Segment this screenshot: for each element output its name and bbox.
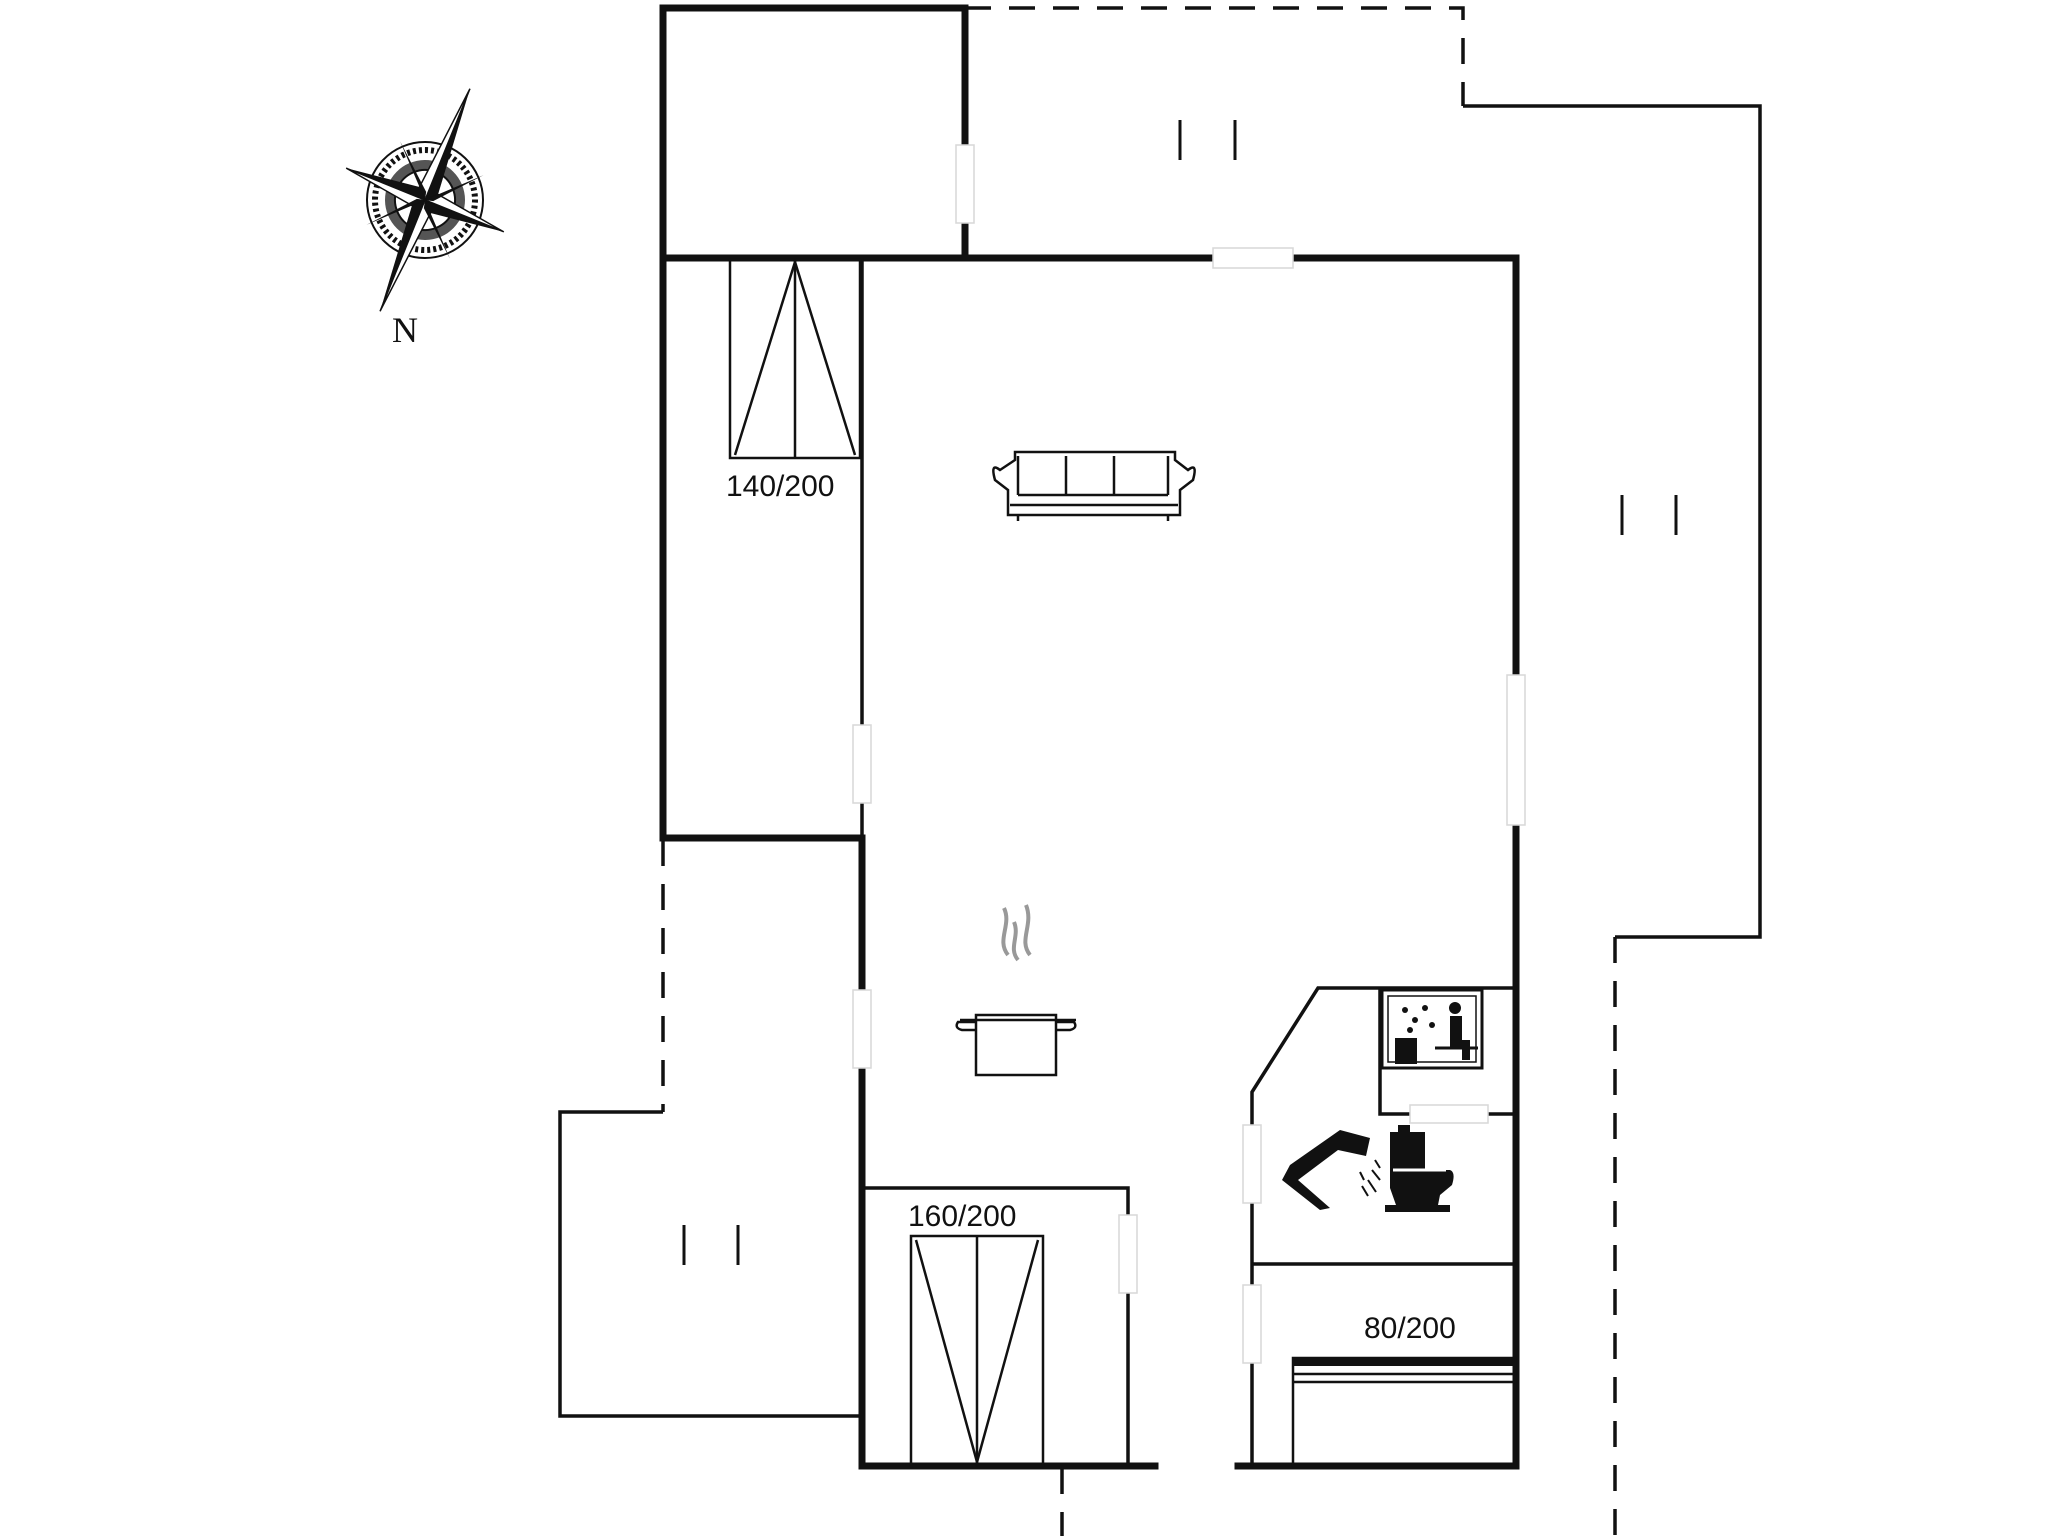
- window-marks: [682, 120, 1678, 1265]
- terrace-outline-solid: [558, 104, 1762, 1418]
- compass-rose-icon: [345, 88, 505, 312]
- exterior-walls: [659, 4, 1520, 1470]
- compass-north-label: N: [392, 310, 418, 350]
- single-bed-icon: [1291, 1356, 1517, 1468]
- terrace-outline: [661, 6, 1617, 1536]
- bed-size-label: 80/200: [1364, 1312, 1456, 1345]
- cooking-pot-icon: [955, 904, 1077, 1077]
- double-bed-icon: [909, 1234, 1045, 1468]
- double-bed-icon: [728, 257, 862, 460]
- openings: [852, 144, 1526, 1364]
- sauna-icon: [1380, 988, 1484, 1070]
- interior-walls: [860, 258, 1516, 1466]
- bed-size-label: 140/200: [726, 470, 834, 503]
- toilet-icon: [1385, 1125, 1454, 1212]
- shower-icon: [1282, 1130, 1381, 1210]
- sofa-icon: [992, 450, 1196, 521]
- bed-size-label: 160/200: [908, 1200, 1016, 1233]
